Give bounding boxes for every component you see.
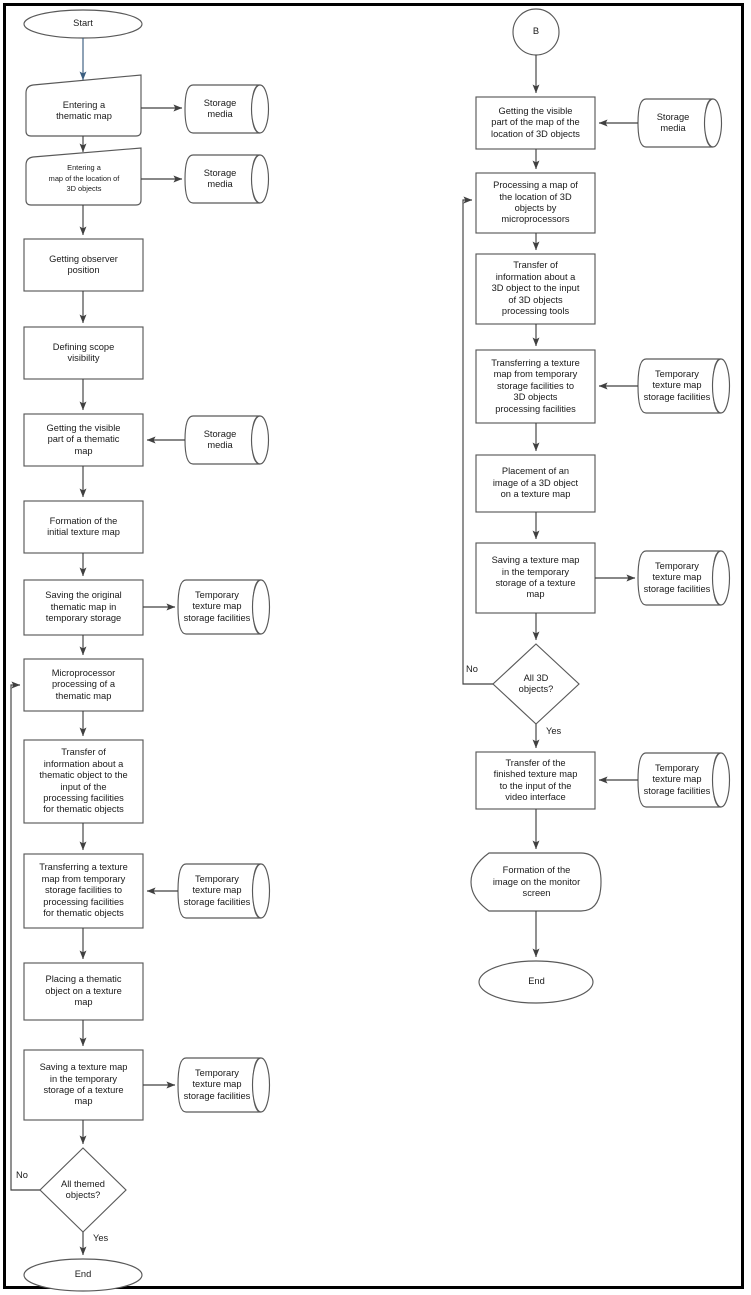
shape-initial-texture-map [23, 500, 144, 554]
shape-scope-visibility [23, 326, 144, 380]
shape-transfer-info-3d [475, 253, 596, 325]
shape-temp-storage-5-cap [711, 550, 731, 606]
shape-observer-position [23, 238, 144, 292]
shape-placing-thematic-object [23, 962, 144, 1021]
label-decision-no-left: No [16, 1170, 28, 1180]
shape-storage-media-1 [184, 84, 261, 134]
diagram-frame [3, 3, 744, 1289]
shape-temp-storage-5 [637, 550, 722, 606]
shape-temp-storage-2 [177, 863, 262, 919]
shape-storage-media-1-cap [250, 84, 270, 134]
shape-input-3d-map [25, 147, 142, 206]
shape-storage-media-3 [184, 415, 261, 465]
shape-temp-storage-4-cap [711, 358, 731, 414]
shape-temp-storage-6 [637, 752, 722, 808]
shape-transferring-texture-3d [475, 349, 596, 424]
shape-start [23, 9, 143, 39]
shape-placement-3d-image [475, 454, 596, 513]
shape-decision-all-3d [492, 643, 580, 725]
shape-saving-texture-map [23, 1049, 144, 1121]
shape-transfer-info-thematic [23, 739, 144, 824]
shape-temp-storage-1 [177, 579, 262, 635]
shape-processing-3d-map [475, 172, 596, 234]
shape-visible-part-thematic [23, 413, 144, 467]
edge-decision-3d-no-loopback [462, 196, 493, 685]
shape-temp-storage-3 [177, 1057, 262, 1113]
shape-end-right [478, 960, 594, 1004]
shape-storage-media-4-cap [703, 98, 723, 148]
label-decision-yes-left: Yes [93, 1233, 109, 1243]
shape-temp-storage-6-cap [711, 752, 731, 808]
shape-storage-media-3-cap [250, 415, 270, 465]
shape-storage-media-2-cap [250, 154, 270, 204]
edge-decision-no-loopback [10, 681, 40, 1191]
shape-visible-part-3d [475, 96, 596, 150]
shape-decision-all-themed [39, 1147, 127, 1233]
shape-temp-storage-4 [637, 358, 722, 414]
shape-transferring-texture-thematic [23, 853, 144, 929]
shape-storage-media-2 [184, 154, 261, 204]
shape-transfer-finished-texture [475, 751, 596, 810]
shape-input-thematic-map [25, 74, 142, 137]
shape-storage-media-4 [637, 98, 714, 148]
shape-temp-storage-1-cap [251, 579, 271, 635]
shape-saving-original [23, 579, 144, 636]
shape-end-left [23, 1258, 143, 1292]
shape-temp-storage-3-cap [251, 1057, 271, 1113]
shape-connector-b [512, 8, 560, 56]
shape-formation-image-monitor [470, 852, 602, 912]
label-decision-no-right: No [466, 664, 478, 674]
shape-temp-storage-2-cap [251, 863, 271, 919]
label-decision-yes-right: Yes [546, 726, 562, 736]
shape-saving-texture-map-3d [475, 542, 596, 614]
shape-microprocessor-processing [23, 658, 144, 712]
